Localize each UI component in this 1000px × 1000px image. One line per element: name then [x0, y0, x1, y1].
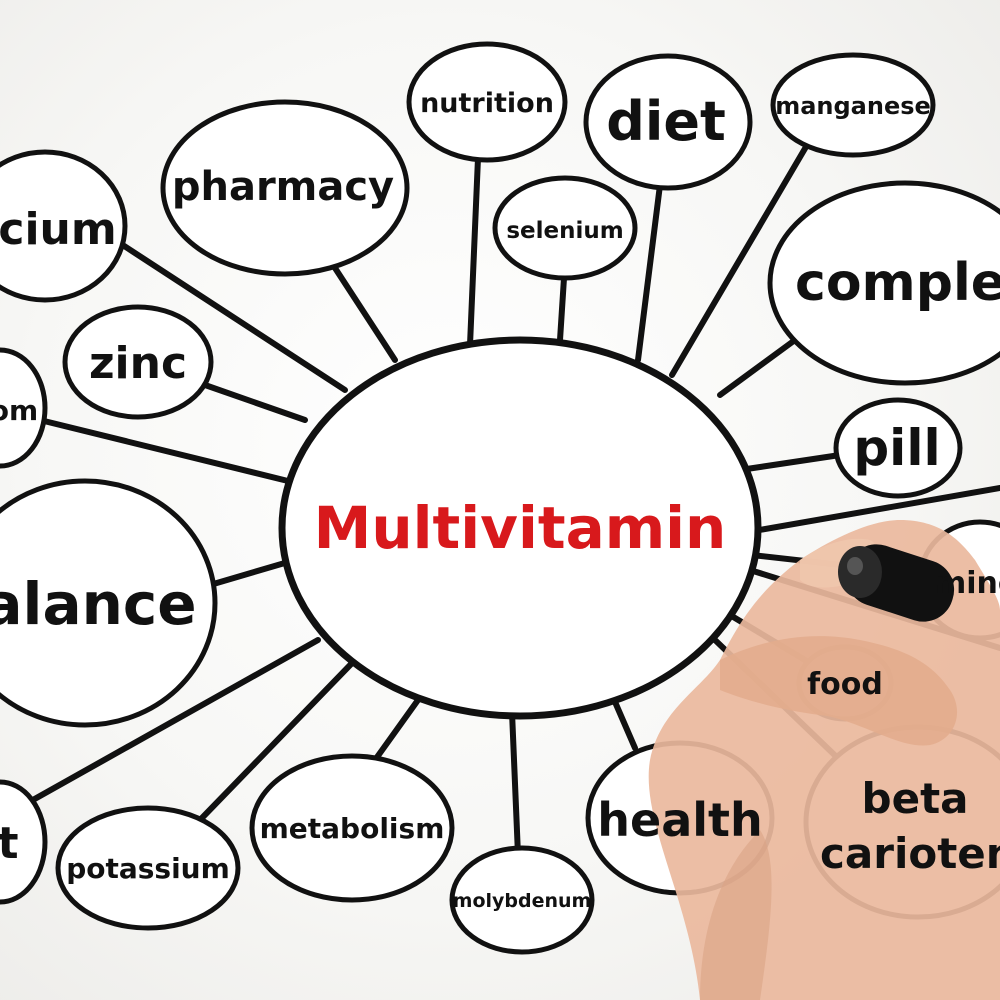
connector-metabolism: [372, 697, 421, 763]
connector-health: [609, 692, 638, 751]
bubble-potassium: [55, 805, 241, 931]
node-label-selenium: selenium: [506, 218, 623, 244]
connector-right-top: [745, 485, 1000, 535]
bubble-pharmacy: [160, 99, 410, 277]
node-label-molybdenum: molybdenum: [453, 890, 592, 912]
connector-manganese: [669, 137, 813, 378]
node-label-beta: beta: [862, 774, 969, 823]
node-label-calcium: lcium: [0, 204, 117, 255]
node-label-balance: alance: [0, 570, 197, 638]
node-label-pill: pill: [853, 419, 940, 477]
node-label-zinc: zinc: [89, 338, 187, 389]
bubble-molybdenum: [449, 845, 595, 955]
node-label-potassium: potassium: [66, 852, 230, 885]
bubble-zinc: [62, 304, 214, 420]
node-label-carotene: carioten: [820, 829, 1000, 878]
bubble-metabolism: [249, 753, 455, 903]
bubble-nutrition: [406, 41, 568, 163]
bubble-pill: [833, 397, 963, 499]
node-label-minerals: mine: [935, 566, 1000, 601]
node-label-food: food: [807, 667, 883, 702]
node-label-pharmacy: pharmacy: [172, 164, 394, 210]
connector-diet: [635, 182, 663, 363]
node-label-nutrition: nutrition: [420, 88, 554, 119]
connector-chromium: [37, 417, 295, 485]
bubble-balance: [0, 478, 218, 728]
bubble-diet: [583, 53, 753, 191]
connector-selenium: [557, 275, 567, 343]
node-label-complex: complex: [795, 253, 1000, 313]
bubble-calcium: [0, 149, 128, 303]
node-label-health: health: [597, 793, 763, 847]
node-label-diet: diet: [606, 90, 726, 153]
node-label-diet-left: t: [0, 818, 19, 869]
center-bubble: [278, 336, 762, 720]
connector-pharmacy: [332, 265, 398, 363]
bubble-selenium: [492, 175, 638, 281]
bubbles: [0, 41, 1000, 955]
connector-diet-left: [12, 637, 321, 813]
hand-holding-marker-icon: [648, 520, 1000, 1000]
connector-molybdenum: [509, 709, 521, 858]
bubble-manganese: [770, 52, 936, 158]
center-label: Multivitamin: [314, 494, 727, 562]
connector-pill: [737, 452, 843, 473]
connector-balance: [207, 557, 298, 588]
labels: Multivitamin nutrition diet manganese ph…: [0, 88, 1000, 912]
connector-calcium: [112, 237, 348, 393]
connector-nutrition: [467, 155, 481, 348]
bubble-diet-left: [0, 779, 48, 905]
connector-potassium: [197, 657, 358, 823]
bubble-chromium: [0, 347, 48, 469]
connector-zinc: [202, 382, 308, 423]
bubble-complex: [767, 180, 1000, 386]
connector-complex: [717, 337, 798, 398]
node-label-metabolism: metabolism: [260, 812, 445, 845]
marker-icon: [838, 544, 955, 622]
node-label-manganese: manganese: [775, 92, 931, 120]
node-label-chromium: om: [0, 394, 38, 427]
